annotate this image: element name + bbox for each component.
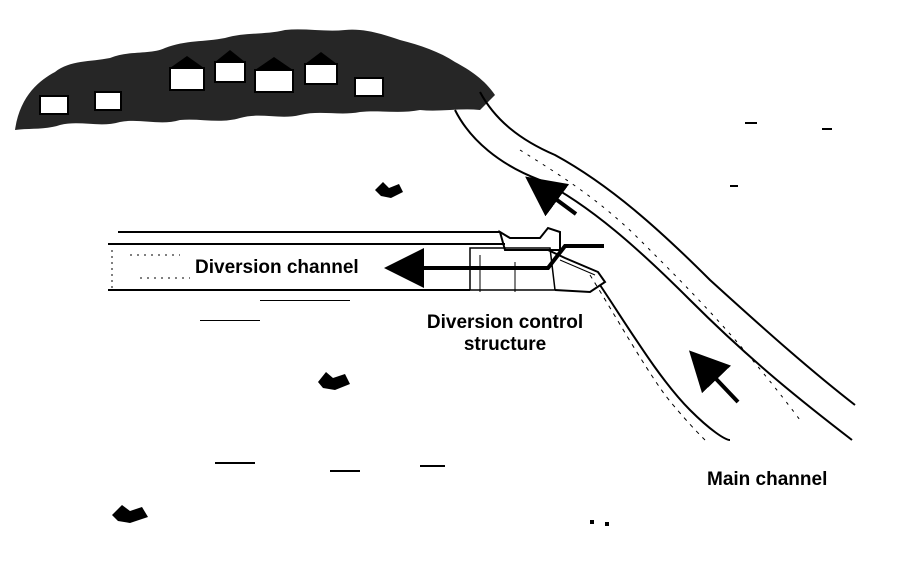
flow-arrow-icon — [688, 350, 740, 404]
flow-arrow-icon — [525, 176, 578, 217]
control-structure-label-line2: structure — [463, 334, 547, 355]
ground-texture — [112, 122, 832, 526]
control-structure — [469, 226, 607, 294]
diversion-channel-label: Diversion channel — [195, 257, 359, 278]
main-channel-label: Main channel — [707, 469, 828, 490]
treeline-village — [15, 29, 495, 130]
main-channel — [454, 91, 856, 441]
flow-arrow-icon — [384, 244, 604, 288]
control-structure-label: Diversion control structure — [410, 312, 600, 356]
flow-arrows — [384, 176, 740, 404]
diversion-channel — [108, 231, 505, 291]
control-structure-label-line1: Diversion control — [426, 312, 584, 333]
